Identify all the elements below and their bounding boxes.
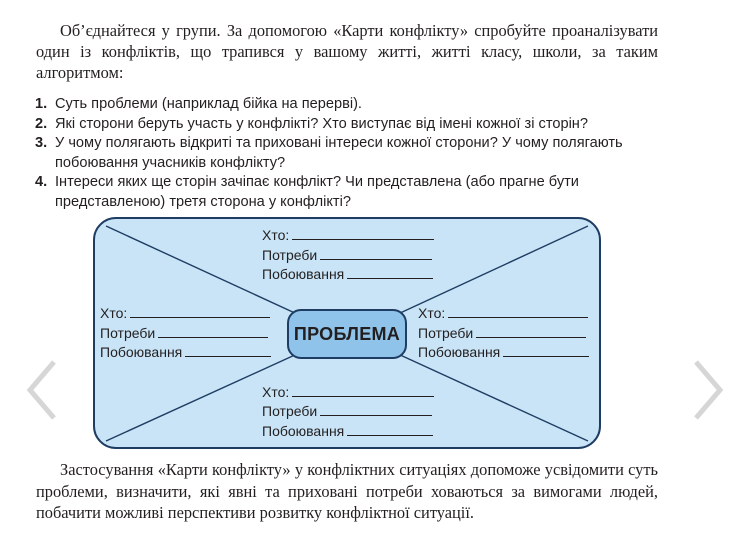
chevron-left-icon: [26, 360, 56, 420]
bottom-who: Хто:: [262, 382, 435, 402]
divider-line: [105, 225, 298, 315]
algorithm-list: 1.Суть проблеми (наприклад бійка на пере…: [35, 95, 660, 212]
divider-line: [397, 225, 589, 315]
problem-label: ПРОБЛЕМА: [293, 323, 401, 344]
chevron-right-icon: [694, 360, 724, 420]
list-item: 2.Які сторони беруть участь у конфлікті?…: [35, 115, 588, 132]
list-item: 3.У чому полягають відкриті та приховані…: [35, 135, 623, 171]
prev-page-button[interactable]: [20, 355, 64, 425]
right-needs: Потреби: [418, 323, 587, 343]
conflict-map-shapes: [93, 217, 601, 449]
conflict-map-diagram: ПРОБЛЕМА Хто: Потреби Побоювання Хто: По…: [92, 216, 604, 452]
list-item: 1.Суть проблеми (наприклад бійка на пере…: [35, 96, 362, 112]
outro-paragraph: Застосування «Карти конфлікту» у конфлік…: [36, 460, 658, 522]
intro-paragraph: Об’єднайтеся у групи. За допомогою «Карт…: [36, 21, 658, 82]
list-item: 4.Інтереси яких ще сторін зачіпає конфлі…: [35, 174, 579, 210]
divider-line: [397, 353, 589, 442]
bottom-fears: Побоювання: [262, 421, 434, 441]
left-needs: Потреби: [100, 323, 269, 343]
bottom-needs: Потреби: [262, 401, 433, 421]
right-fears: Побоювання: [418, 342, 590, 362]
left-fears: Побоювання: [100, 342, 272, 362]
top-needs: Потреби: [262, 245, 433, 265]
divider-line: [105, 353, 298, 442]
top-fears: Побоювання: [262, 264, 434, 284]
top-who: Хто:: [262, 225, 435, 245]
next-page-button[interactable]: [686, 355, 730, 425]
problem-box: [287, 309, 407, 359]
left-who: Хто:: [100, 303, 271, 323]
right-who: Хто:: [418, 303, 589, 323]
